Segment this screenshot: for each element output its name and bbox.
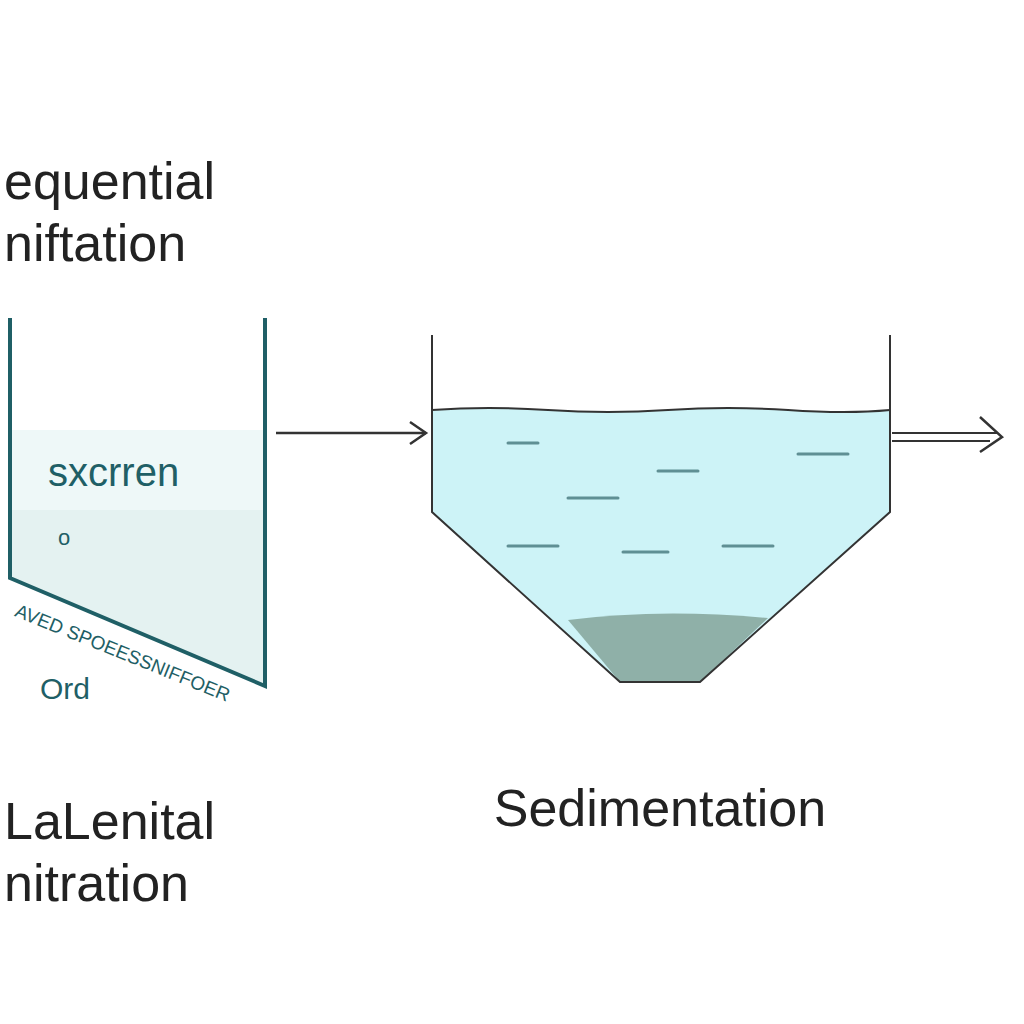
sedimentation-tank: Sedimentation <box>428 330 894 840</box>
water-surface <box>432 408 890 412</box>
small-mark: o <box>58 525 70 551</box>
particle <box>723 545 773 548</box>
flow-arrow <box>276 422 426 444</box>
tank-outline <box>432 335 890 682</box>
tank-fill <box>12 430 263 684</box>
tank-note: Ord <box>40 672 90 706</box>
particle <box>508 545 558 548</box>
particle <box>798 453 848 456</box>
tank-heading: equential niftation <box>4 150 274 274</box>
particle <box>508 442 538 445</box>
particle <box>568 497 618 500</box>
tank-caption: Sedimentation <box>428 778 892 838</box>
particle <box>658 470 698 473</box>
sedimentation-tank-outline <box>428 330 892 830</box>
lower-heading: LaLenital nitration <box>4 790 274 914</box>
particle <box>623 551 668 554</box>
tank-label: sxcrren <box>48 450 179 495</box>
water <box>432 408 890 682</box>
